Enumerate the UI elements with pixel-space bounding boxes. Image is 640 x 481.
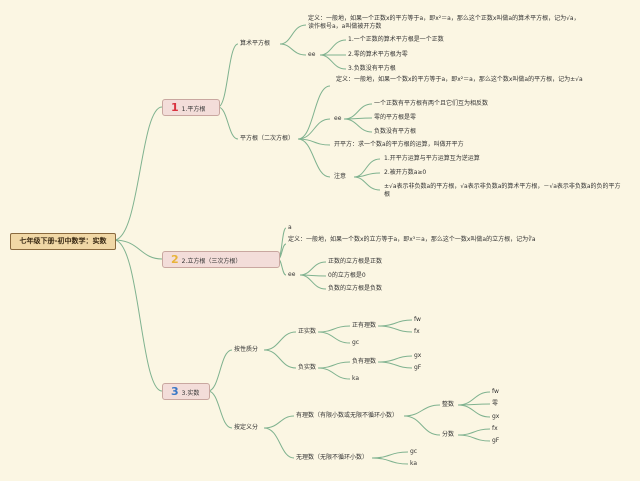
topic-label: 1.平方根: [181, 106, 206, 113]
ee-node[interactable]: ee: [334, 115, 342, 122]
link-sec1-ee: [279, 43, 307, 56]
leaf-item: gc: [410, 448, 418, 455]
leaf-item: ka: [352, 375, 360, 382]
positive-real-label[interactable]: 正实数: [298, 328, 317, 335]
negative-real-label[interactable]: 负实数: [298, 364, 317, 371]
link-topic3-bydef: [207, 390, 233, 429]
link-bysign-pos: [263, 331, 297, 351]
note-item: ±√a表示非负数a的平方根，√a表示非负数a的算术平方根，－√a表示非负数a的负…: [384, 183, 621, 198]
link-rational-int: [403, 404, 441, 417]
property-item: 3.负数没有平方根: [348, 65, 396, 72]
link-bydef-irrational: [263, 427, 295, 459]
link-int-i3: [457, 404, 491, 418]
topic-number: 3: [171, 385, 179, 398]
link-irr-i1: [371, 451, 409, 459]
definition-text: 定义：一般地，如果一个数x的平方等于a，即x²＝a，那么这个数x叫做a的平方根，…: [336, 76, 583, 83]
section-label-square-root[interactable]: 平方根（二次方根）: [240, 135, 295, 142]
definition-text: 定义：一般地，如果一个数x的立方等于a，即x³＝a，那么这个一数x叫做a的立方根…: [288, 236, 536, 243]
topic-label: 3.实数: [181, 390, 200, 397]
link-negsub-i1: [377, 355, 413, 363]
link-frac-i2: [457, 434, 491, 442]
symbol-a: a: [288, 224, 292, 231]
note-label[interactable]: 注意: [334, 173, 347, 180]
link-bydef-rational: [263, 415, 295, 429]
link-sec2-note: [297, 138, 331, 178]
link-frac-i1: [457, 428, 491, 436]
property-item: 零的平方根是零: [374, 114, 417, 121]
link-sec2-ee: [297, 118, 331, 140]
property-item: 一个正数有平方根有两个且它们互为相反数: [374, 100, 489, 107]
leaf-item: fx: [414, 328, 420, 335]
link-ee2-p3: [343, 118, 373, 133]
leaf-item: gc: [352, 339, 360, 346]
kaifang-text: 开平方：求一个数a的平方根的运算，叫做开平方: [334, 141, 464, 148]
topic-number: 2: [171, 253, 179, 266]
leaf-item: fw: [414, 316, 421, 323]
leaf-item: gx: [492, 413, 500, 420]
link-topic1-sec1: [217, 43, 239, 108]
leaf-item: gF: [492, 437, 500, 444]
link-negsub-i2: [377, 361, 413, 369]
leaf-item: fw: [492, 388, 499, 395]
topic-number: 1: [171, 101, 179, 114]
link-root-topic2: [113, 239, 163, 260]
property-item: 0的立方根是0: [328, 272, 366, 279]
link-topic1-sec2: [217, 106, 239, 140]
by-definition-label[interactable]: 按定义分: [234, 424, 259, 431]
definition-text: 定义：一般地，如果一个正数x的平方等于a，即x²＝a，那么这个正数x叫做a的算术…: [308, 15, 580, 30]
link-rational-frac: [403, 415, 441, 436]
link-ee1-p3: [319, 54, 347, 70]
leaf-item: ka: [410, 460, 418, 467]
link-ee3-p3: [299, 274, 327, 290]
link-note-n3: [353, 176, 381, 191]
link-sec2-def: [297, 85, 331, 140]
link-ee1-p1: [319, 39, 347, 56]
property-item: 1.一个正数的算术平方根是一个正数: [348, 36, 444, 43]
irrational-label[interactable]: 无理数（无限不循环小数）: [296, 454, 369, 461]
ee-node[interactable]: ee: [288, 271, 296, 278]
link-neg-other: [317, 367, 351, 380]
note-item: 2.被开方数a≥0: [384, 169, 427, 176]
link-ee2-p1: [343, 103, 373, 120]
link-sec1-def: [279, 24, 307, 45]
property-item: 正数的立方根是正数: [328, 258, 383, 265]
link-pos-other: [317, 331, 351, 344]
leaf-item: gx: [414, 352, 422, 359]
link-bysign-neg: [263, 349, 297, 369]
leaf-item: gF: [414, 364, 422, 371]
section-label-arith-root[interactable]: 算术平方根: [240, 40, 271, 47]
link-possub-i1: [377, 319, 413, 327]
topic-label: 2.立方根（三次方根）: [181, 258, 242, 265]
link-topic3-bysign: [207, 349, 233, 392]
rational-label[interactable]: 有理数（有限小数或无限不循环小数）: [296, 412, 399, 419]
link-root-topic3: [113, 239, 163, 392]
root-node[interactable]: 七年级下册-初中数学：实数: [10, 233, 116, 250]
note-item: 1.开平方运算与平方运算互为逆运算: [384, 155, 480, 162]
leaf-item: 零: [492, 400, 499, 407]
property-item: 负数的立方根是负数: [328, 285, 383, 292]
by-sign-label[interactable]: 按性质分: [234, 346, 259, 353]
integer-label[interactable]: 整数: [442, 401, 455, 408]
link-irr-i2: [371, 457, 409, 465]
property-item: 2.零的算术平方根为零: [348, 51, 408, 58]
link-root-topic1: [113, 106, 163, 241]
link-note-n2: [353, 172, 381, 178]
link-ee3-p1: [299, 261, 327, 276]
property-item: 负数没有平方根: [374, 128, 417, 135]
ee-node[interactable]: ee: [308, 51, 316, 58]
fraction-label[interactable]: 分数: [442, 431, 455, 438]
leaf-item: fx: [492, 425, 498, 432]
link-pos-sub: [317, 325, 351, 333]
negative-rational-label[interactable]: 负有理数: [352, 358, 377, 365]
positive-rational-label[interactable]: 正有理数: [352, 322, 377, 329]
link-neg-sub: [317, 361, 351, 369]
link-int-i1: [457, 391, 491, 406]
link-possub-i2: [377, 325, 413, 333]
